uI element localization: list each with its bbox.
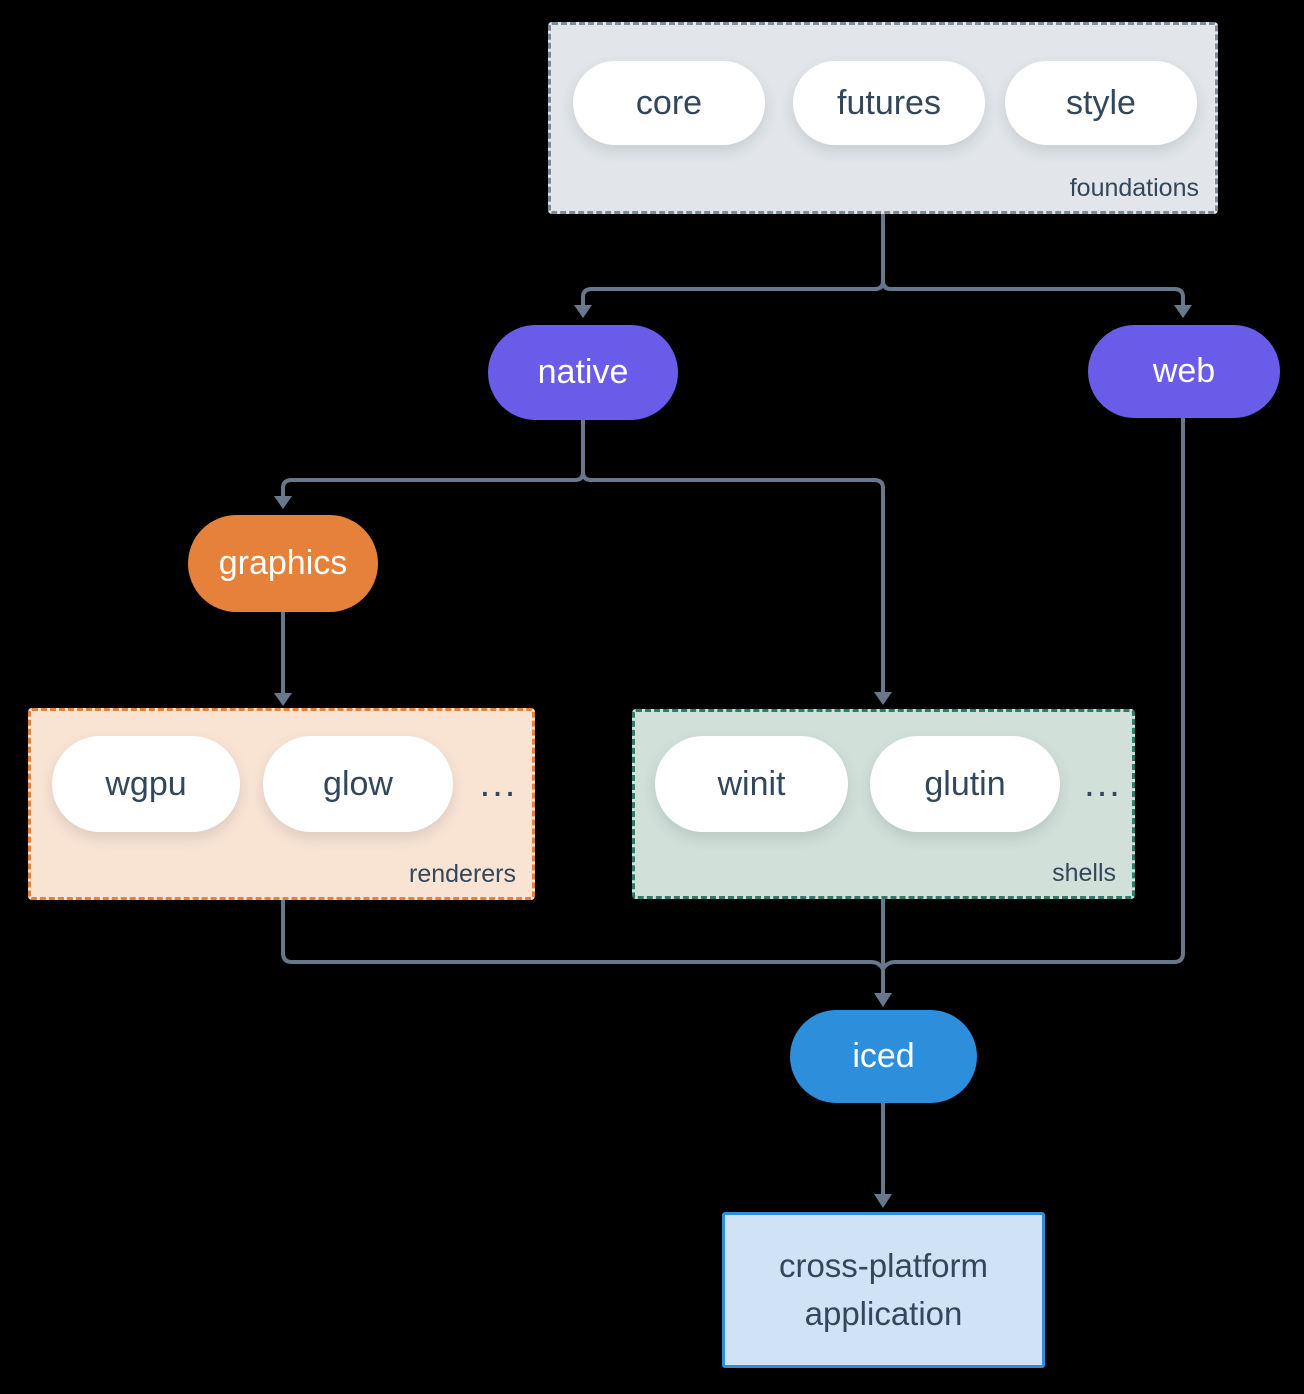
node-glutin: glutin <box>870 736 1060 832</box>
node-web: web <box>1088 325 1280 418</box>
node-iced: iced <box>790 1010 977 1103</box>
node-core: core <box>573 61 765 145</box>
arrowhead-web <box>1174 305 1192 318</box>
node-iced-label: iced <box>852 1037 915 1075</box>
group-renderers: wgpu glow ... renderers <box>28 708 535 900</box>
node-application-label: cross-platform application <box>778 1247 989 1332</box>
node-futures-label: futures <box>837 83 941 122</box>
group-renderers-label: renderers <box>409 860 516 888</box>
renderers-ellipsis: ... <box>479 762 518 805</box>
node-native-label: native <box>537 353 629 391</box>
node-core-label: core <box>635 83 703 122</box>
node-wgpu: wgpu <box>52 736 240 832</box>
node-style: style <box>1005 61 1197 145</box>
arrowhead-iced <box>874 993 892 1007</box>
arrowhead-application <box>874 1194 892 1208</box>
node-graphics-label: graphics <box>218 544 348 582</box>
arrowhead-renderers <box>274 693 292 706</box>
edge-foundations-native <box>581 212 885 307</box>
node-application: cross-platform application <box>722 1212 1045 1368</box>
arrowhead-shells <box>874 692 892 705</box>
node-glutin-label: glutin <box>924 764 1006 803</box>
group-shells: winit glutin ... shells <box>632 709 1135 899</box>
edge-native-graphics <box>281 418 585 498</box>
node-web-label: web <box>1152 352 1216 390</box>
shells-ellipsis: ... <box>1084 762 1122 805</box>
edge-renderers-iced <box>281 898 885 971</box>
group-foundations-label: foundations <box>1069 174 1199 202</box>
edge-native-shells <box>581 470 885 694</box>
node-style-label: style <box>1066 83 1136 122</box>
arrowhead-graphics <box>274 496 292 509</box>
node-wgpu-label: wgpu <box>105 764 187 803</box>
node-graphics: graphics <box>188 515 378 612</box>
edge-web-iced <box>881 416 1185 971</box>
node-native: native <box>488 325 678 420</box>
node-glow-label: glow <box>323 764 393 803</box>
group-shells-label: shells <box>1052 859 1116 887</box>
node-winit-label: winit <box>717 764 786 803</box>
node-futures: futures <box>793 61 985 145</box>
node-glow: glow <box>263 736 453 832</box>
group-foundations: core futures style foundations <box>548 22 1218 214</box>
edge-foundations-web <box>881 279 1185 307</box>
node-winit: winit <box>655 736 848 832</box>
arrowhead-native <box>574 305 592 318</box>
